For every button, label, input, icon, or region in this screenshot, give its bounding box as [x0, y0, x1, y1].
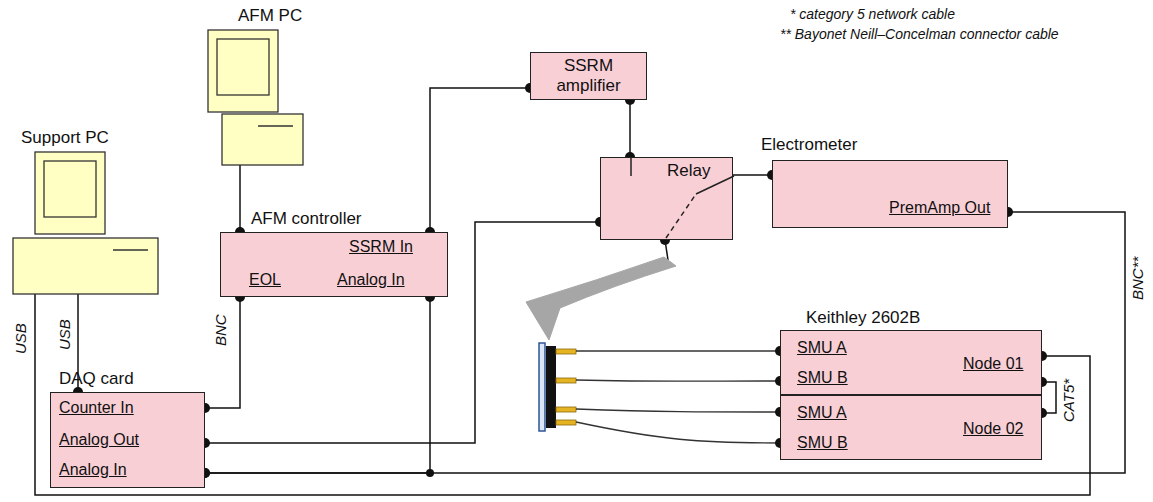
cable: [35, 294, 1090, 495]
device-name: Electrometer: [761, 135, 857, 155]
device-box: SMU A SMU B Node 02: [780, 395, 1042, 460]
cable: [205, 297, 430, 473]
device-box: AFM controllerSSRM InEOLAnalog In: [220, 232, 448, 297]
instrument-group: SMU A SMU B Node 01 SMU A SMU B Node 02 Keithl…: [780, 308, 1042, 460]
terminal-label: SMU B: [797, 369, 848, 387]
cable-label: CAT5*: [1060, 377, 1078, 424]
cable-label: BNC**: [1129, 255, 1147, 302]
cable: [733, 174, 772, 176]
computer: AFM PC: [208, 30, 303, 165]
cable: [1042, 382, 1056, 413]
terminal-label: Analog In: [59, 461, 127, 479]
device-box: ElectrometerPremAmp Out: [772, 160, 1008, 228]
device-name: SSRM amplifier: [537, 56, 640, 95]
computer: Support PC: [13, 152, 158, 294]
terminal-label: Counter In: [59, 399, 134, 417]
computer-icon: [13, 152, 158, 294]
cable: [430, 88, 530, 232]
device-name: AFM PC: [238, 6, 302, 26]
device-name: AFM controller: [251, 209, 362, 229]
smu-wires: [576, 351, 780, 443]
terminal-label: Node 01: [963, 355, 1024, 373]
footnote: * category 5 network cable: [790, 6, 955, 22]
cable: [205, 212, 1125, 473]
cable-label: BNC: [212, 312, 230, 348]
sample-substrate: [539, 343, 545, 431]
device-box: SSRM amplifier: [530, 52, 647, 100]
cable-label: USB: [56, 317, 74, 352]
cable: [239, 165, 241, 232]
device-name: Support PC: [21, 128, 109, 148]
terminal-label: EOL: [249, 271, 281, 289]
cantilever-tip: [526, 257, 676, 340]
cable: [205, 222, 600, 443]
device-name: Keithley 2602B: [806, 308, 920, 328]
device-box: SMU A SMU B Node 01: [780, 330, 1042, 395]
sample-layer: [546, 346, 556, 428]
contact-pads: [556, 349, 576, 425]
terminal-label: SSRM In: [349, 238, 413, 256]
cable: [205, 297, 240, 408]
device-box: DAQ cardCounter InAnalog OutAnalog In: [50, 392, 205, 488]
device-name: DAQ card: [59, 369, 134, 389]
terminal-dots: [426, 346, 785, 477]
terminal-label: SMU A: [797, 339, 847, 357]
terminal-label: Analog In: [337, 271, 405, 289]
terminal-label: SMU B: [797, 434, 848, 452]
computer-icon: [208, 30, 303, 165]
cable-label: USB: [12, 321, 30, 356]
terminal-label: PremAmp Out: [889, 199, 990, 217]
device-box: Relay: [600, 157, 733, 240]
terminal-label: Analog Out: [59, 431, 139, 449]
device-name: Relay: [667, 161, 710, 181]
relay-switch: [601, 158, 732, 239]
terminal-label: SMU A: [797, 404, 847, 422]
cable: [629, 100, 631, 157]
terminal-label: Node 02: [963, 420, 1024, 438]
footnote: ** Bayonet Neill–Concelman connector cab…: [780, 26, 1059, 42]
